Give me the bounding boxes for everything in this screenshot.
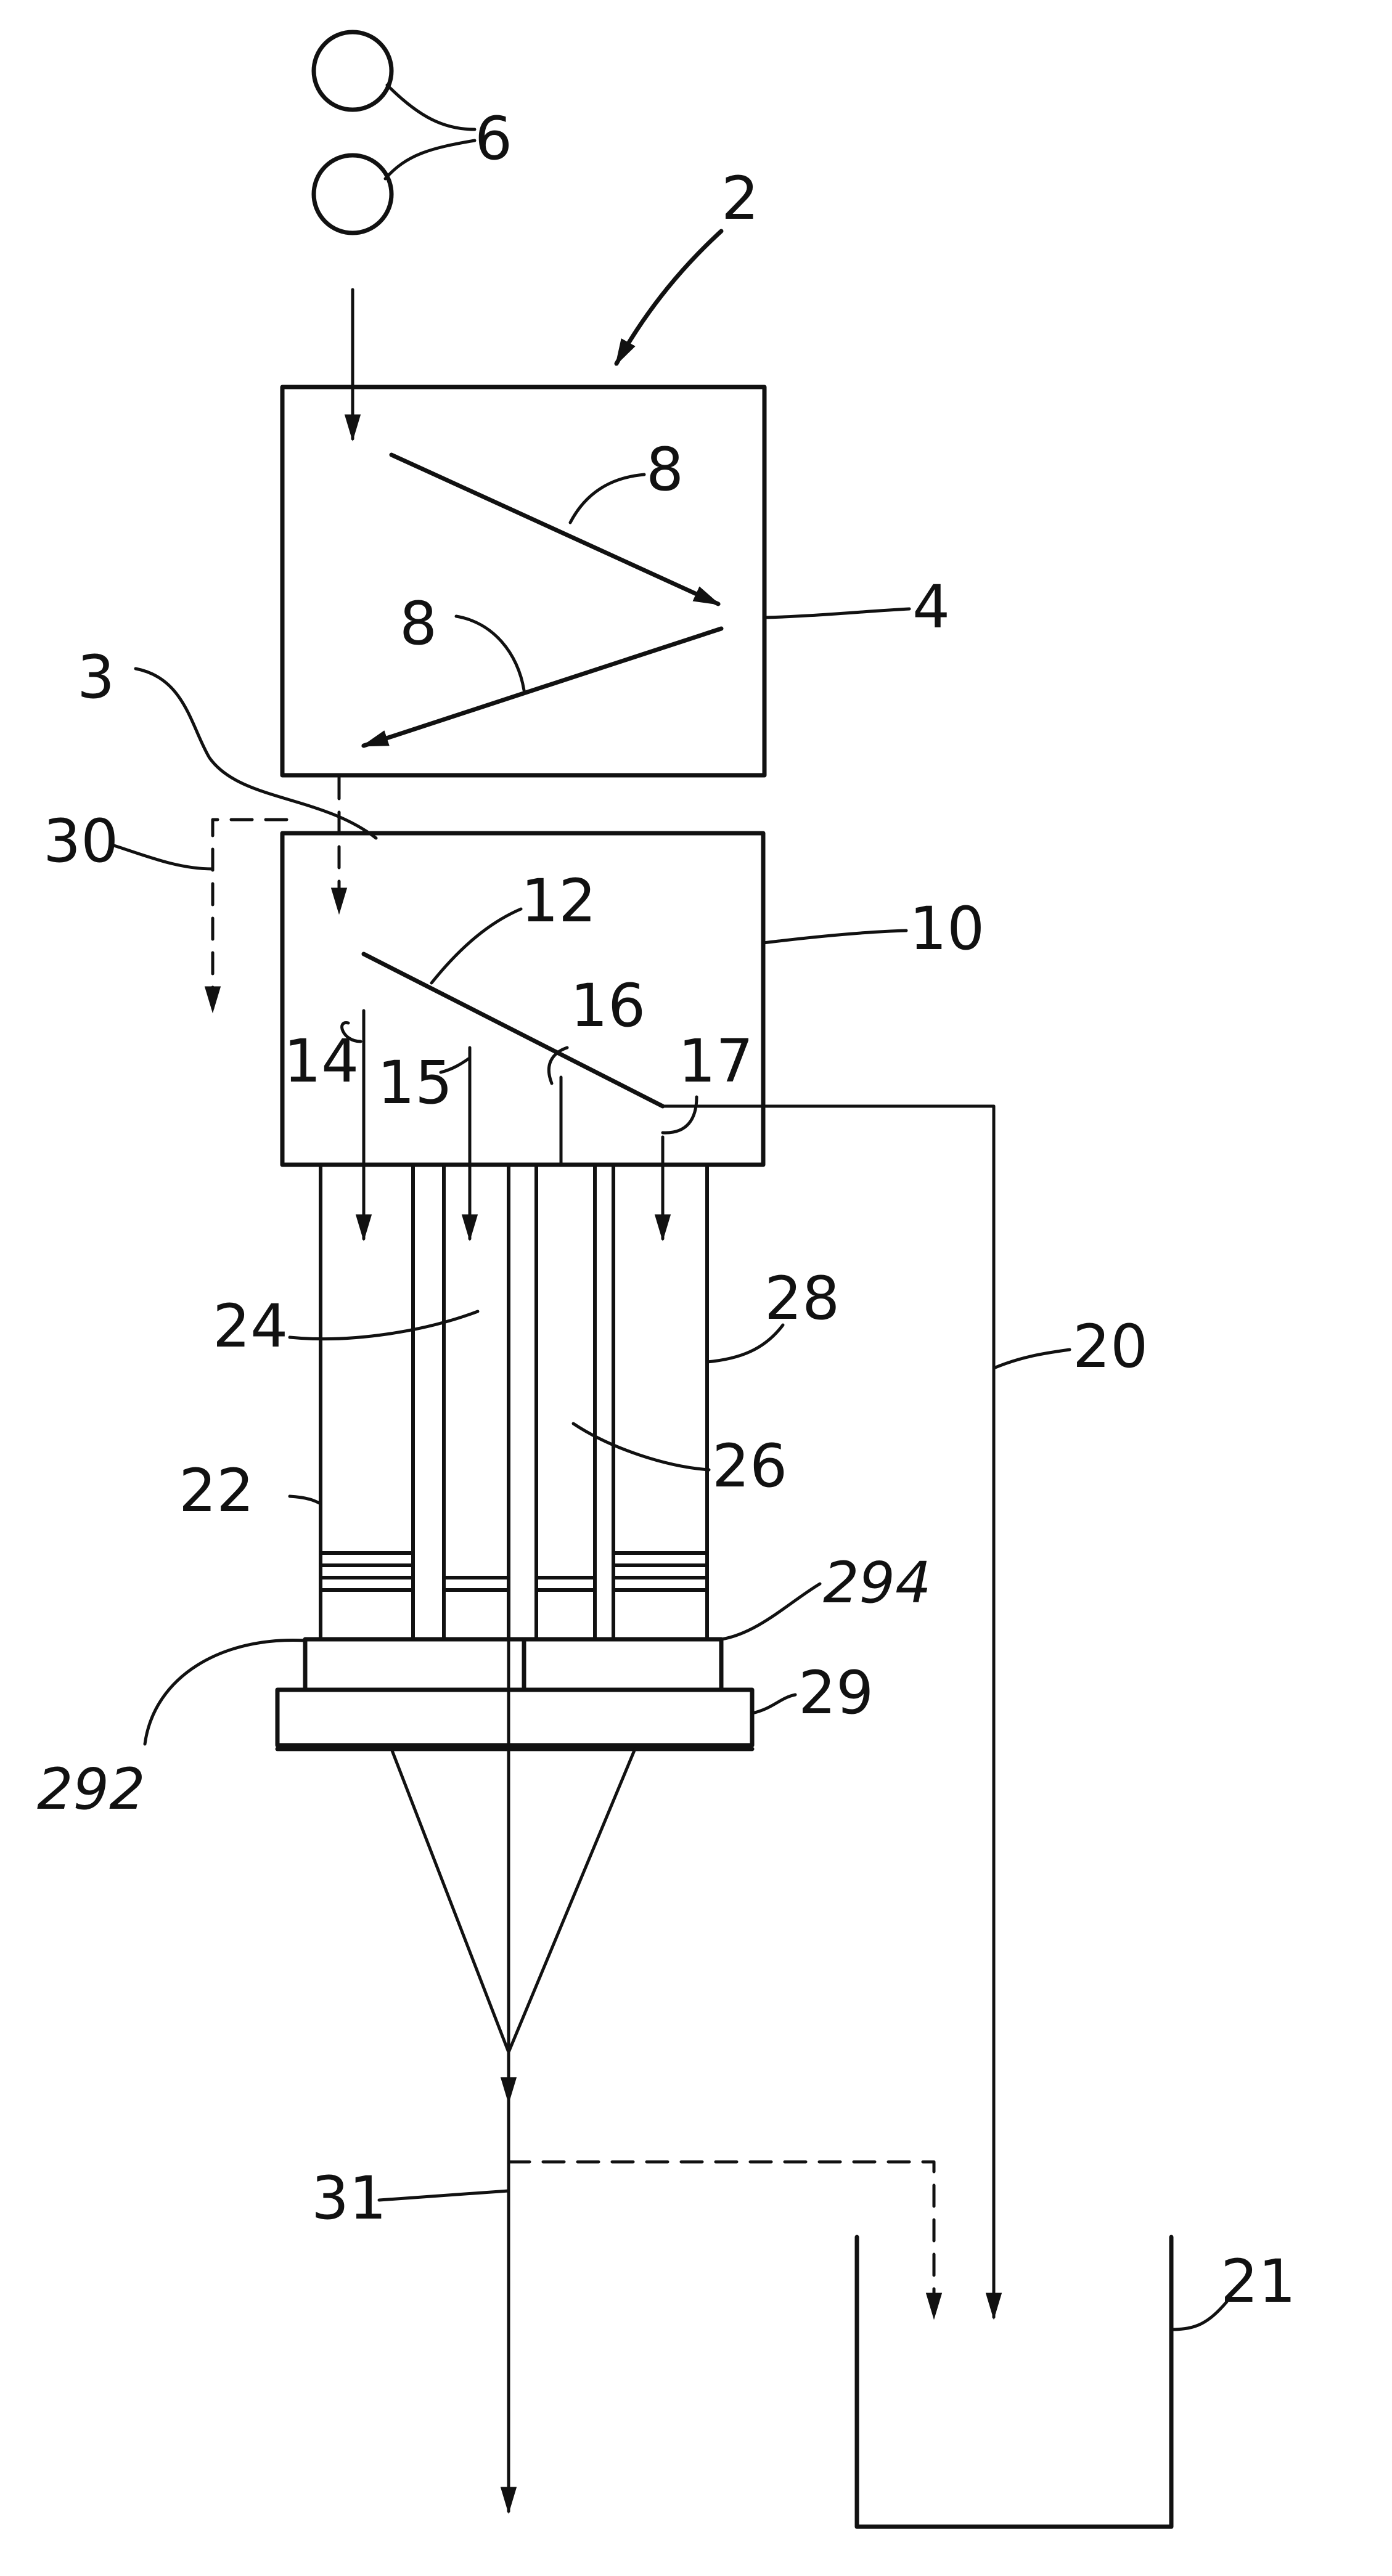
leader-20 — [994, 1350, 1070, 1368]
label-2: 2 — [721, 164, 759, 233]
leader-8-upper — [570, 475, 644, 523]
feed-roller-bottom — [314, 155, 391, 233]
tick-17 — [663, 1097, 697, 1133]
leader-21 — [1171, 2302, 1227, 2329]
apparatus-label-2: 2 — [616, 164, 759, 364]
label-6: 6 — [475, 104, 512, 173]
label-29: 29 — [798, 1658, 874, 1727]
plate-292 — [305, 1639, 524, 1690]
label-26: 26 — [712, 1432, 787, 1501]
bypass-line-30 — [213, 820, 287, 1011]
leader-31 — [379, 2191, 509, 2200]
sheet-stack — [321, 1553, 707, 1590]
plate-294 — [524, 1639, 721, 1690]
preparation-unit: 8 8 4 — [282, 387, 950, 775]
collection-tank: 21 — [857, 2237, 1296, 2527]
leader-8-lower — [456, 616, 524, 690]
label-24: 24 — [213, 1292, 288, 1361]
label-14: 14 — [284, 1027, 359, 1096]
leader-10 — [763, 931, 906, 943]
leader-6-bottom — [385, 141, 475, 179]
funnel-right — [509, 1749, 635, 2052]
leader-6-top — [387, 85, 475, 129]
tick-16 — [549, 1048, 567, 1083]
label-20: 20 — [1073, 1312, 1148, 1381]
box-4 — [282, 387, 764, 775]
leader-12 — [432, 909, 521, 983]
base-29 — [277, 1690, 752, 1745]
leader-30 — [114, 846, 213, 869]
feed-roller-top — [314, 32, 391, 110]
leader-2 — [616, 231, 721, 364]
label-12: 12 — [521, 866, 596, 935]
funnel-left — [391, 1749, 509, 2052]
leader-292 — [145, 1640, 305, 1744]
label-294: 294 — [823, 1550, 931, 1616]
label-17: 17 — [678, 1027, 753, 1096]
recirculation-line — [509, 2162, 934, 2317]
label-292: 292 — [37, 1756, 145, 1822]
leader-4 — [764, 609, 909, 618]
label-22: 22 — [179, 1456, 254, 1525]
label-4: 4 — [912, 573, 950, 642]
label-28: 28 — [764, 1264, 840, 1333]
leader-22 — [290, 1496, 321, 1504]
label-8-upper: 8 — [646, 435, 684, 504]
label-3: 3 — [77, 643, 115, 712]
label-30: 30 — [43, 807, 118, 876]
leader-29 — [752, 1695, 795, 1713]
leader-24 — [290, 1311, 478, 1339]
label-10: 10 — [909, 894, 985, 963]
label-21: 21 — [1221, 2247, 1296, 2316]
label-8-lower: 8 — [399, 589, 437, 658]
label-31: 31 — [311, 2164, 387, 2233]
tank-21 — [857, 2237, 1171, 2527]
leader-294 — [721, 1584, 820, 1639]
funnel-outlet: 31 — [311, 1165, 934, 2511]
feed-rollers: 6 — [314, 32, 512, 233]
label-15: 15 — [377, 1048, 452, 1117]
label-16: 16 — [570, 971, 645, 1040]
